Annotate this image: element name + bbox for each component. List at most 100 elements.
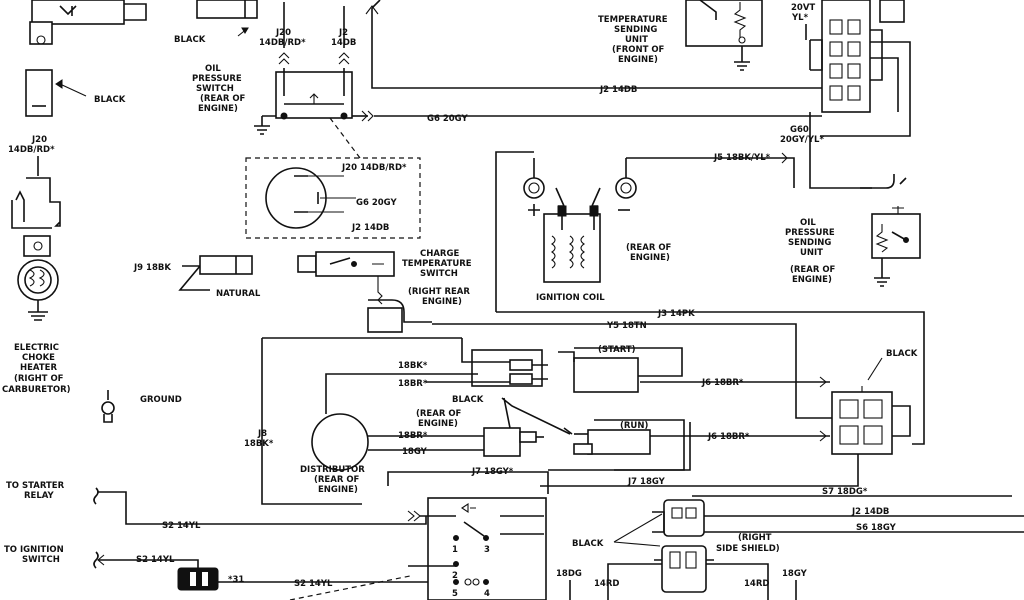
break-symbol-starter xyxy=(93,487,99,505)
wire-j8 xyxy=(261,337,462,505)
terminal-arrows-j20 xyxy=(278,52,290,65)
label-oil-pressure-switch: OIL PRESSURE SWITCH (REAR OF ENGINE) xyxy=(192,64,248,114)
label-j2-right: J2 14DB xyxy=(851,507,889,517)
label-black-mid: BLACK xyxy=(452,395,484,405)
label-sw-3: 3 xyxy=(484,545,490,555)
label-sw-4: 4 xyxy=(484,589,490,599)
wires-black-mid xyxy=(501,397,571,435)
label-w18bk: 18BK* xyxy=(398,361,428,371)
distributor-connector xyxy=(483,427,544,457)
label-w18br-2: 18BR* xyxy=(398,431,428,441)
label-b14rd-2: 14RD xyxy=(744,579,769,589)
label-electric-choke-heater: ELECTRIC CHOKE HEATER (RIGHT OF CARBURET… xyxy=(2,343,71,395)
label-black-right: BLACK xyxy=(886,349,918,359)
label-w18br: 18BR* xyxy=(398,379,428,389)
label-j7-bot: J7 18GY xyxy=(627,477,666,487)
label-j7-top: J7 18GY* xyxy=(471,467,514,477)
wire-j7-bottom xyxy=(540,454,859,487)
label-j2-14db-mid: J2 14DB xyxy=(599,85,637,95)
label-j20-left: J20 xyxy=(31,135,47,145)
label-g60: G60 xyxy=(790,125,809,135)
black-connector-top xyxy=(196,0,258,37)
label-right-rear-engine: (RIGHT REAR ENGINE) xyxy=(408,287,473,307)
label-s2-top: S2 14YL xyxy=(162,521,201,531)
label-black-left: BLACK xyxy=(94,95,126,105)
electric-choke-heater xyxy=(11,156,61,321)
right-side-shield-connector xyxy=(652,499,714,593)
ground-symbol xyxy=(101,390,115,423)
oil-pressure-switch xyxy=(254,68,353,135)
label-j20-top-wire: 14DB/RD* xyxy=(259,38,306,48)
natural-connector xyxy=(199,255,253,275)
charge-temperature-switch xyxy=(297,251,432,333)
label-sw-1: 1 xyxy=(452,545,458,555)
wire-s2-top xyxy=(98,491,427,525)
label-oil-pressure-sending-unit: OIL PRESSURE SENDING UNIT (REAR OF ENGIN… xyxy=(785,218,838,285)
dashed-callout xyxy=(329,117,361,159)
wire-distributor-18bk xyxy=(325,373,478,414)
black-connector-right xyxy=(831,386,911,455)
label-j3: J3 14PK xyxy=(657,309,695,319)
label-j8: J8 xyxy=(257,429,267,439)
label-j6-top: J6 18BR* xyxy=(701,378,744,388)
label-distributor: DISTRIBUTOR (REAR OF ENGINE) xyxy=(300,465,368,495)
temperature-sending-unit xyxy=(685,0,763,71)
wire-j3 xyxy=(496,311,925,445)
label-sw-2: 2 xyxy=(452,571,458,581)
label-to-ignition-switch: TO IGNITION SWITCH xyxy=(4,545,67,565)
label-w18gy: 18GY xyxy=(402,447,428,457)
label-s2-low: S2 14YL xyxy=(294,579,333,589)
label-j2-top: J2 xyxy=(338,28,348,38)
black-connector-left xyxy=(25,69,87,117)
wire-j2-14db-mid xyxy=(371,8,782,89)
label-b18gy: 18GY xyxy=(782,569,808,579)
label-run: (RUN) xyxy=(620,421,648,431)
terminal-arrows-g6 xyxy=(361,110,374,122)
label-20vt-yl: YL* xyxy=(791,13,809,23)
label-20vt: 20VT xyxy=(791,3,815,13)
wire-start-loop xyxy=(574,347,683,377)
label-j20-left-wire: 14DB/RD* xyxy=(8,145,55,155)
oil-pressure-sending-unit xyxy=(860,174,921,287)
label-black-bottom: BLACK xyxy=(572,539,604,549)
wire-j9 xyxy=(178,265,210,291)
label-ignition-coil: IGNITION COIL xyxy=(536,293,605,303)
wires-distributor xyxy=(368,435,484,451)
label-j6-bot: J6 18BR* xyxy=(707,432,750,442)
break-symbol-ignition xyxy=(93,551,99,569)
label-j20-inset: J20 14DB/RD* xyxy=(341,163,407,173)
small-connector-top-right xyxy=(879,0,905,23)
label-s2-mid: S2 14YL xyxy=(136,555,175,565)
oil-switch-connector-inset xyxy=(245,157,421,239)
wire-right-loop-1 xyxy=(820,41,911,137)
label-b14rd-1: 14RD xyxy=(594,579,619,589)
label-natural: NATURAL xyxy=(216,289,261,299)
arrow-j2-top xyxy=(365,5,379,15)
label-j2-inset: J2 14DB xyxy=(351,223,389,233)
label-s7: S7 18DG* xyxy=(822,487,868,497)
label-s6: S6 18GY xyxy=(856,523,897,533)
wire-j5 xyxy=(626,157,795,188)
wire-j7-top xyxy=(548,422,691,471)
label-ground: GROUND xyxy=(140,395,182,405)
wire-j3-left xyxy=(495,151,534,312)
distributor xyxy=(311,413,369,471)
label-charge-temperature-switch: CHARGE TEMPERATURE SWITCH xyxy=(402,249,475,279)
label-b18dg: 18DG xyxy=(556,569,582,579)
label-j9: J9 18BK xyxy=(133,263,171,273)
start-connector xyxy=(471,349,639,393)
top-right-multi-connector xyxy=(809,0,883,113)
label-to-starter-relay: TO STARTER RELAY xyxy=(6,481,67,501)
label-coil-rear-of-engine: (REAR OF ENGINE) xyxy=(626,243,674,263)
label-y5: Y5 18TN xyxy=(606,321,647,331)
wire-g60 xyxy=(809,112,872,189)
wire-y5 xyxy=(432,323,832,419)
label-right-side-shield: (RIGHT SIDE SHIELD) xyxy=(716,533,780,554)
wire-right-loop-2 xyxy=(870,57,899,112)
top-left-connector xyxy=(29,0,147,45)
label-g6-inset: G6 20GY xyxy=(356,198,397,208)
label-temperature-sending-unit: TEMPERATURE SENDING UNIT (FRONT OF ENGIN… xyxy=(598,15,671,65)
label-j5: J5 18BK/YL* xyxy=(713,153,771,163)
label-connector-31: *31 xyxy=(228,575,244,585)
